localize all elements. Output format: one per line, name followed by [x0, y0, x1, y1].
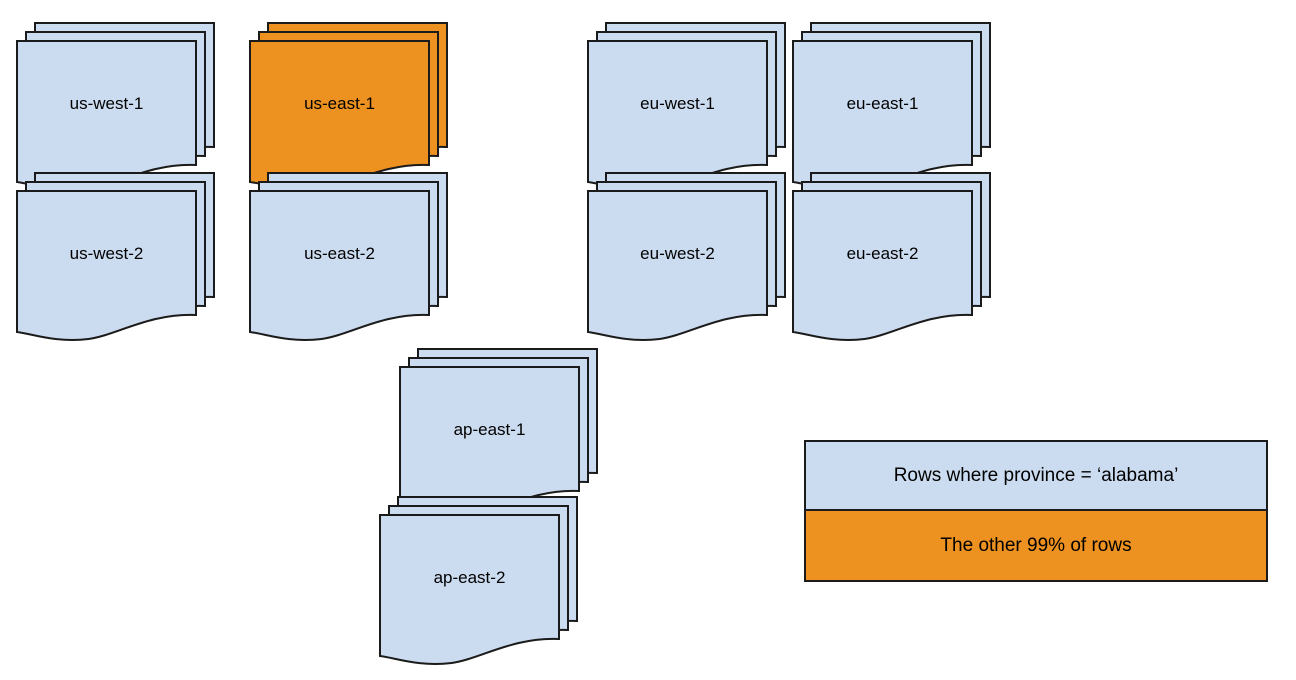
document-sheet-us-west-1-1: [16, 40, 197, 191]
legend-label-orange: The other 99% of rows: [940, 534, 1132, 556]
document-stack-shape-us-west-1: [16, 22, 215, 191]
document-stack-us-west-2[interactable]: us-west-2: [16, 172, 233, 341]
document-stack-shape-ap-east-1: [399, 348, 598, 517]
document-stack-eu-west-1[interactable]: eu-west-1: [587, 22, 804, 191]
document-stack-ap-east-1[interactable]: ap-east-1: [399, 348, 616, 517]
document-stack-shape-eu-east-2: [792, 172, 991, 341]
document-stack-ap-east-2[interactable]: ap-east-2: [379, 496, 596, 665]
document-stack-eu-east-1[interactable]: eu-east-1: [792, 22, 1009, 191]
document-stack-shape-us-east-2: [249, 172, 448, 341]
document-sheet-us-east-2-1: [249, 190, 430, 341]
document-sheet-eu-west-1-1: [587, 40, 768, 191]
document-sheet-us-east-1-1: [249, 40, 430, 191]
document-stack-eu-west-2[interactable]: eu-west-2: [587, 172, 804, 341]
document-stack-shape-us-west-2: [16, 172, 215, 341]
document-stack-shape-us-east-1: [249, 22, 448, 191]
document-stack-shape-eu-west-2: [587, 172, 786, 341]
document-stack-us-east-1[interactable]: us-east-1: [249, 22, 466, 191]
document-stack-shape-eu-east-1: [792, 22, 991, 191]
document-sheet-ap-east-2-1: [379, 514, 560, 665]
document-sheet-eu-east-1-1: [792, 40, 973, 191]
document-sheet-eu-east-2-1: [792, 190, 973, 341]
document-stack-shape-eu-west-1: [587, 22, 786, 191]
legend-row-orange: The other 99% of rows: [806, 511, 1266, 580]
document-stack-eu-east-2[interactable]: eu-east-2: [792, 172, 1009, 341]
legend-box: Rows where province = ‘alabama’ The othe…: [804, 440, 1268, 582]
legend-label-blue: Rows where province = ‘alabama’: [893, 464, 1179, 486]
document-sheet-ap-east-1-1: [399, 366, 580, 517]
document-sheet-us-west-2-1: [16, 190, 197, 341]
document-stack-us-east-2[interactable]: us-east-2: [249, 172, 466, 341]
legend-row-blue: Rows where province = ‘alabama’: [806, 442, 1266, 511]
document-stack-us-west-1[interactable]: us-west-1: [16, 22, 233, 191]
document-stack-shape-ap-east-2: [379, 496, 578, 665]
document-sheet-eu-west-2-1: [587, 190, 768, 341]
